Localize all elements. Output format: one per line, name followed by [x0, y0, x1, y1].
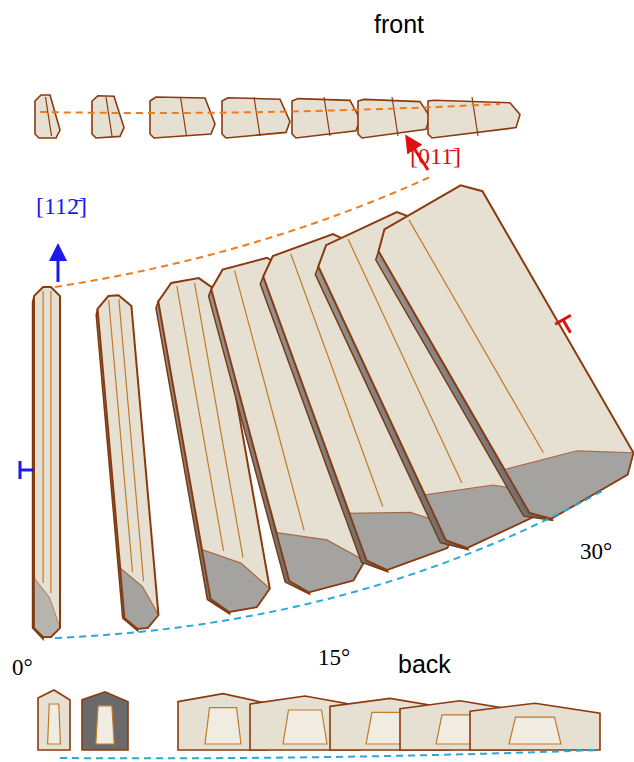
angle-label: 0°	[12, 656, 33, 679]
angle-label: 15°	[318, 646, 350, 669]
direction-label: [011̄]	[410, 144, 461, 168]
direction-label: [112̄]	[36, 194, 87, 218]
angle-label: 30°	[580, 540, 612, 563]
view-label: back	[398, 652, 451, 677]
view-label: front	[374, 12, 424, 37]
